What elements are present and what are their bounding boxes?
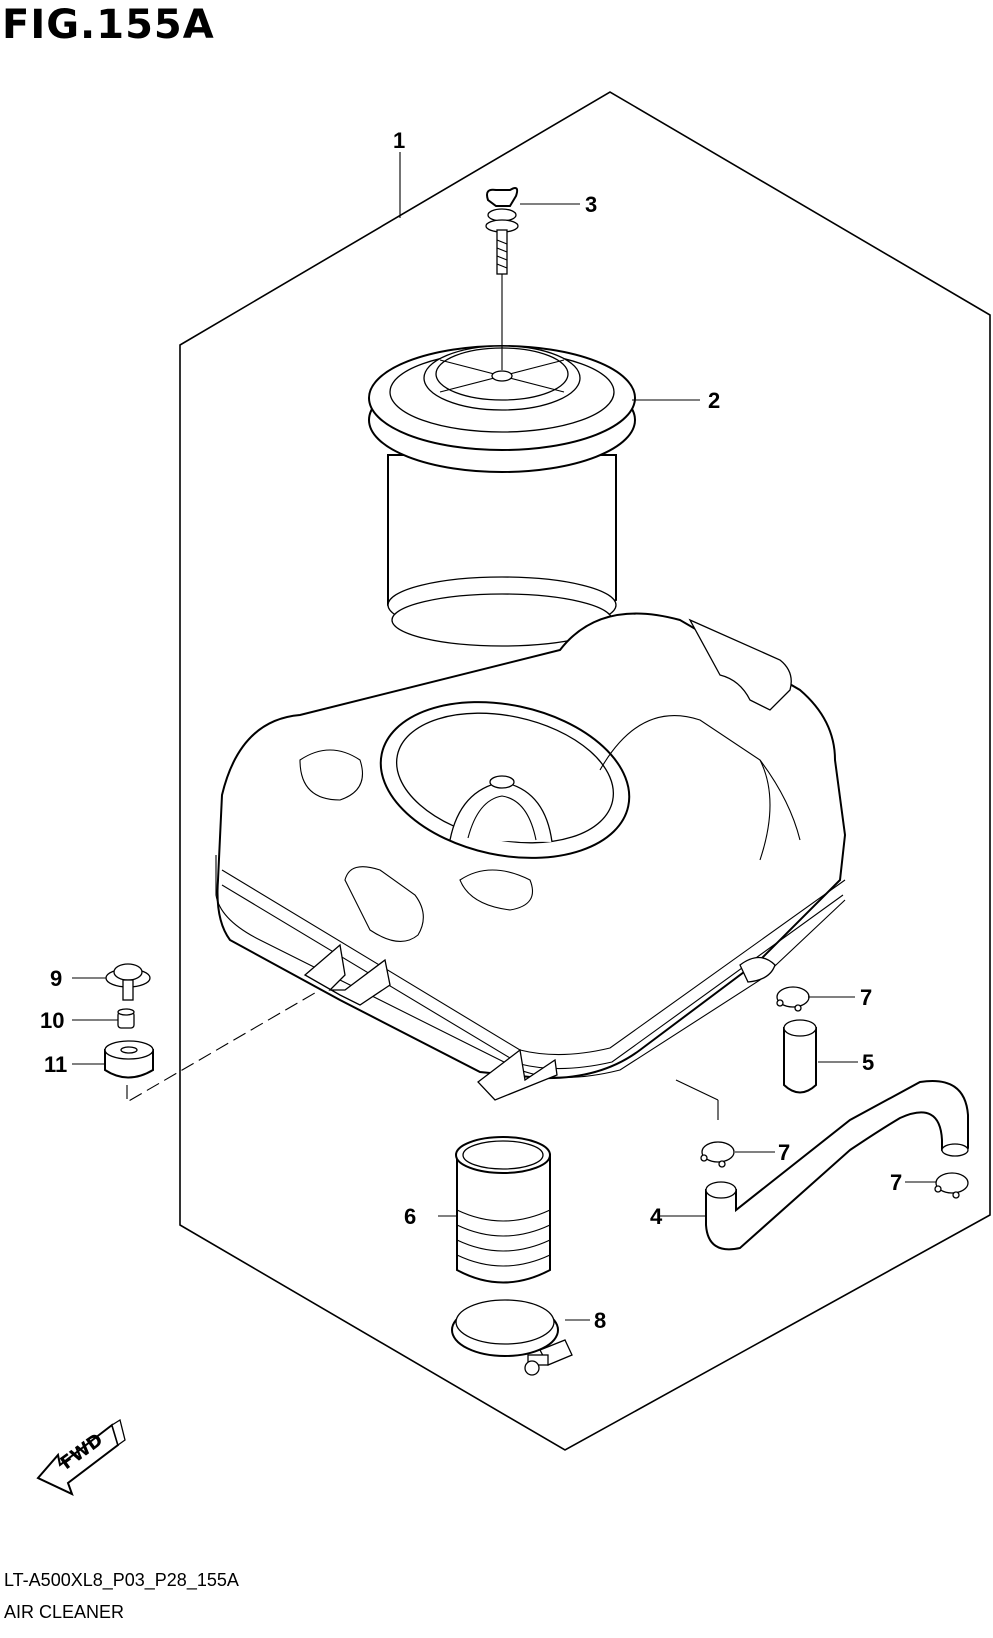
callout-1: 1 [393,128,405,153]
part-1-air-cleaner-case [215,612,847,1101]
part-3-wing-bolt [485,187,519,370]
figure-title: FIG.155A [2,2,215,48]
assembly-boundary [179,91,991,1451]
callout-11: 11 [44,1052,67,1077]
callout-2: 2 [708,388,720,413]
figure-code: LT-A500XL8_P03_P28_155A [4,1570,239,1590]
part-7-clip-c [934,1172,969,1199]
callout-10: 10 [40,1008,64,1033]
part-9-bolt [105,963,151,1001]
part-6-intake-joint [455,1136,551,1284]
callout-9: 9 [50,966,62,991]
callout-4: 4 [650,1204,663,1229]
callout-7b: 7 [778,1140,790,1165]
callout-8: 8 [594,1308,606,1333]
callout-3: 3 [585,192,597,217]
fwd-arrow-icon: FWD [36,1418,126,1496]
part-4-breather-hose [705,1080,969,1251]
part-7-clip-a [776,986,810,1012]
part-5-drain-hose [783,1019,817,1094]
callout-7a: 7 [860,985,872,1010]
part-11-grommet [104,1040,154,1079]
figure-name: AIR CLEANER [4,1602,125,1622]
part-10-collar [117,1008,135,1029]
callout-6: 6 [404,1204,416,1229]
part-8-hose-clamp [451,1299,573,1376]
part-2-filter-element [368,345,636,647]
part-7-clip-b [700,1141,735,1168]
callout-7c: 7 [890,1170,902,1195]
callout-5: 5 [862,1050,874,1075]
